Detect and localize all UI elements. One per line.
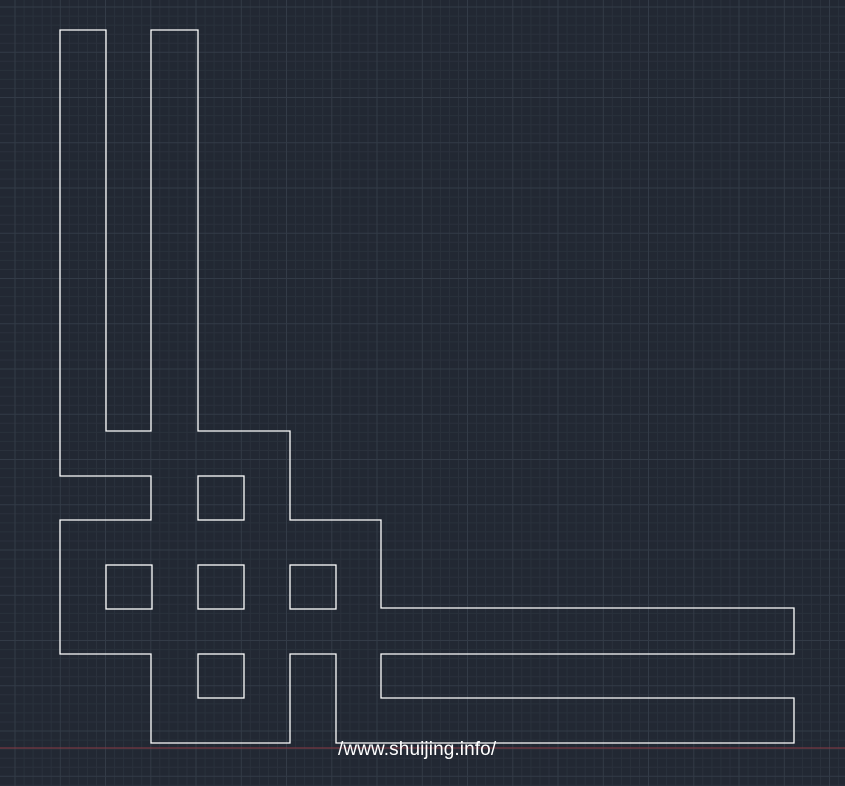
square-middle-center[interactable]	[197, 564, 245, 610]
watermark-text: /www.shuijing.info/	[338, 739, 497, 760]
square-top[interactable]	[197, 475, 245, 521]
fret-outline-polyline[interactable]	[59, 29, 795, 744]
square-middle-right[interactable]	[289, 564, 337, 610]
drawing-geometry	[59, 29, 795, 744]
square-middle-left[interactable]	[105, 564, 153, 610]
square-bottom[interactable]	[197, 653, 245, 699]
